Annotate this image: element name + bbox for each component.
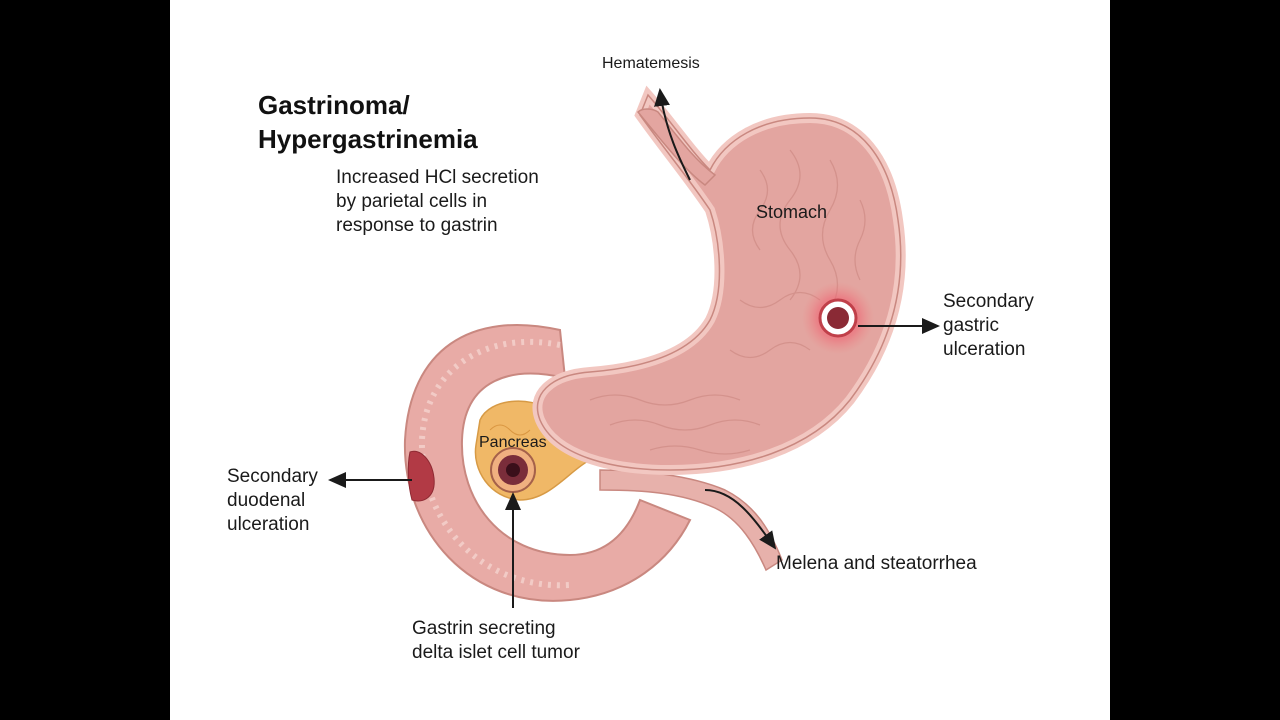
melena-label: Melena and steatorrhea (776, 553, 977, 574)
title-line-1: Gastrinoma/ (258, 90, 410, 120)
duodenal-ulcer-label: Secondary duodenal ulceration (227, 465, 318, 537)
hematemesis-arrow (654, 88, 691, 181)
pancreas-label: Pancreas (479, 434, 547, 451)
slide: Gastrinoma/ Hypergastrinemia Increased H… (170, 0, 1110, 720)
gastric-ulcer-label-line-2: gastric (943, 315, 999, 336)
duodenal-ulcer (407, 450, 435, 502)
title-line-2: Hypergastrinemia (258, 124, 478, 154)
duodenal-ulcer-label-line-3: ulceration (227, 514, 310, 535)
subtitle-line-2: by parietal cells in (336, 191, 488, 212)
duodenum (403, 324, 692, 602)
subtitle-line-1: Increased HCl secretion (336, 167, 539, 188)
mechanism-description: Increased HCl secretion by parietal cell… (336, 166, 539, 238)
gastrointestinal-illustration (328, 85, 940, 608)
subtitle-line-3: response to gastrin (336, 215, 498, 236)
stomach-label: Stomach (756, 202, 828, 222)
duodenal-ulcer-label-line-2: duodenal (227, 490, 306, 511)
tumor-label-line-1: Gastrin secreting (412, 618, 556, 639)
jejunum (599, 469, 783, 572)
tumor-label: Gastrin secreting delta islet cell tumor (412, 617, 580, 665)
gastric-ulcer-label: Secondary gastric ulceration (943, 290, 1034, 362)
gastric-ulcer-label-line-1: Secondary (943, 291, 1034, 312)
duodenal-ulcer-label-line-1: Secondary (227, 466, 318, 487)
hematemesis-label: Hematemesis (602, 55, 700, 72)
esophagus (636, 108, 717, 186)
diagram-title: Gastrinoma/ Hypergastrinemia (258, 88, 478, 156)
gastric-ulcer-label-line-3: ulceration (943, 339, 1026, 360)
tumor-label-line-2: delta islet cell tumor (412, 642, 580, 663)
melena-arrow (704, 489, 777, 550)
